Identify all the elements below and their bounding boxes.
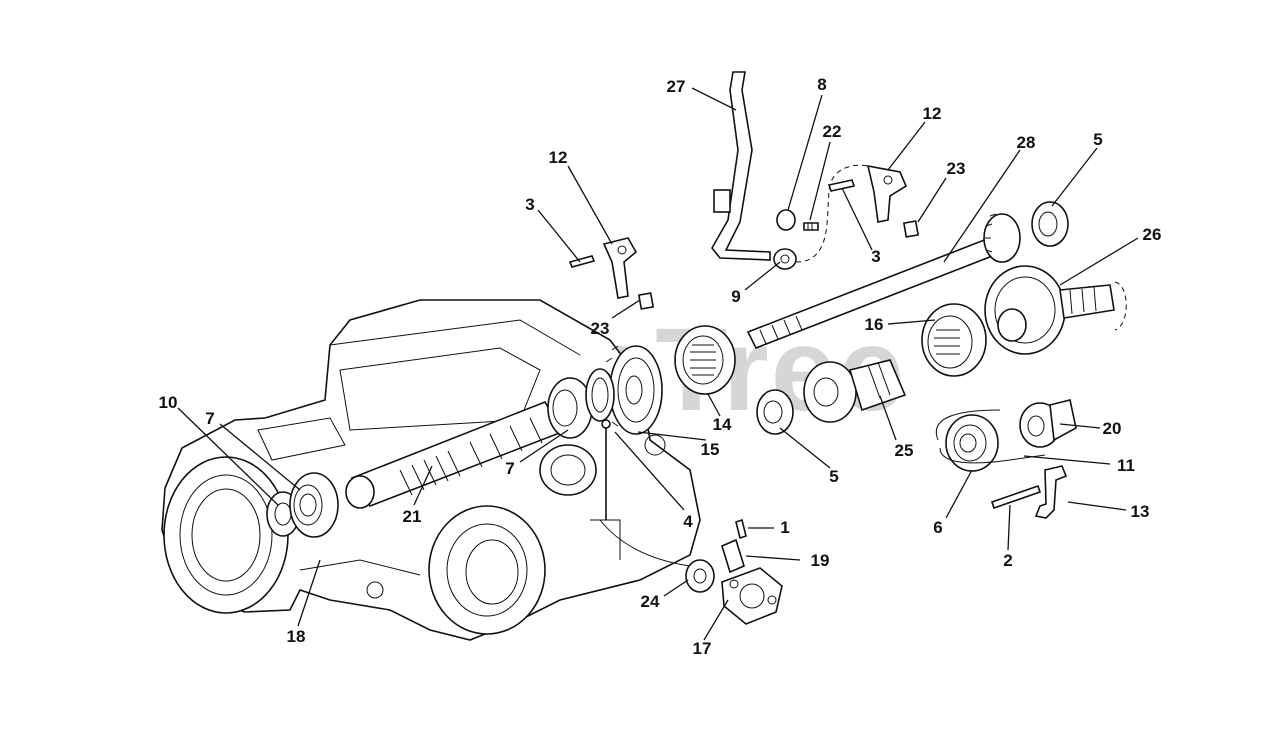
gear-16: [921, 303, 987, 377]
dashed-assembly-line-top: [795, 164, 876, 263]
pin-3-left: [568, 255, 596, 268]
leader-lines: [177, 87, 1139, 641]
callout-26: 26: [1143, 225, 1162, 244]
callout-7-shaft: 7: [505, 459, 514, 478]
callout-25: 25: [895, 441, 914, 460]
shift-rod-27: [711, 71, 771, 261]
callout-6: 6: [933, 518, 942, 537]
callout-13: 13: [1131, 502, 1150, 521]
callout-23-left: 23: [591, 319, 610, 338]
gear-14: [674, 325, 736, 395]
callout-3-right: 3: [871, 247, 880, 266]
callout-10: 10: [159, 393, 178, 412]
callout-7-left: 7: [205, 409, 214, 428]
bearing-5-mid: [756, 389, 794, 435]
callout-5-mid: 5: [829, 467, 838, 486]
group-bracket-6-20: [935, 409, 1046, 464]
callout-20: 20: [1103, 419, 1122, 438]
block-23-right: [902, 220, 920, 238]
pin-2: [990, 484, 1042, 510]
bearing-5-top: [1031, 201, 1069, 247]
screw-22: [803, 222, 819, 231]
gear-25: [803, 359, 907, 423]
washer-9: [773, 248, 797, 270]
gear-24: [685, 559, 715, 593]
pin-4: [601, 419, 611, 520]
plate-17: [721, 567, 783, 625]
bearing-7-shaft: [547, 377, 593, 439]
callout-14: 14: [713, 415, 732, 434]
callout-15: 15: [701, 440, 720, 459]
shaft-19: [721, 538, 745, 574]
callout-16: 16: [865, 315, 884, 334]
callout-21: 21: [403, 507, 422, 526]
gear-cluster-26: [984, 265, 1127, 355]
callout-9: 9: [731, 287, 740, 306]
callout-1: 1: [780, 518, 789, 537]
bearing-6: [945, 414, 999, 472]
callout-3-left: 3: [525, 195, 534, 214]
shift-fork-12-left: [602, 237, 638, 299]
plug-8: [776, 209, 796, 231]
callout-24: 24: [641, 592, 660, 611]
callout-2: 2: [1003, 551, 1012, 570]
callout-17: 17: [693, 639, 712, 658]
pin-1: [735, 518, 747, 540]
callout-18: 18: [287, 627, 306, 646]
bearing-7-left: [289, 472, 339, 538]
callout-labels: 27 8 22 12 12 23 28 5 3 3 26 9 23 16 10 …: [159, 75, 1162, 658]
shift-fork-12-right: [866, 164, 908, 223]
pin-3-right: [827, 179, 856, 192]
callout-11: 11: [1117, 456, 1135, 475]
callout-5-top: 5: [1093, 130, 1102, 149]
plate-link-line: [599, 519, 691, 567]
washer-4: [585, 368, 615, 422]
fork-13: [1034, 465, 1068, 519]
callout-19: 19: [811, 551, 830, 570]
callout-12-right: 12: [923, 104, 942, 123]
main-shaft-28: [746, 213, 1021, 350]
callout-27: 27: [667, 77, 686, 96]
gear-20: [1019, 399, 1077, 448]
callout-4: 4: [683, 512, 693, 531]
callout-8: 8: [817, 75, 826, 94]
callout-22: 22: [823, 122, 842, 141]
block-23-left: [637, 292, 655, 310]
callout-28: 28: [1017, 133, 1036, 152]
callout-23-right: 23: [947, 159, 966, 178]
callout-12-left: 12: [549, 148, 568, 167]
